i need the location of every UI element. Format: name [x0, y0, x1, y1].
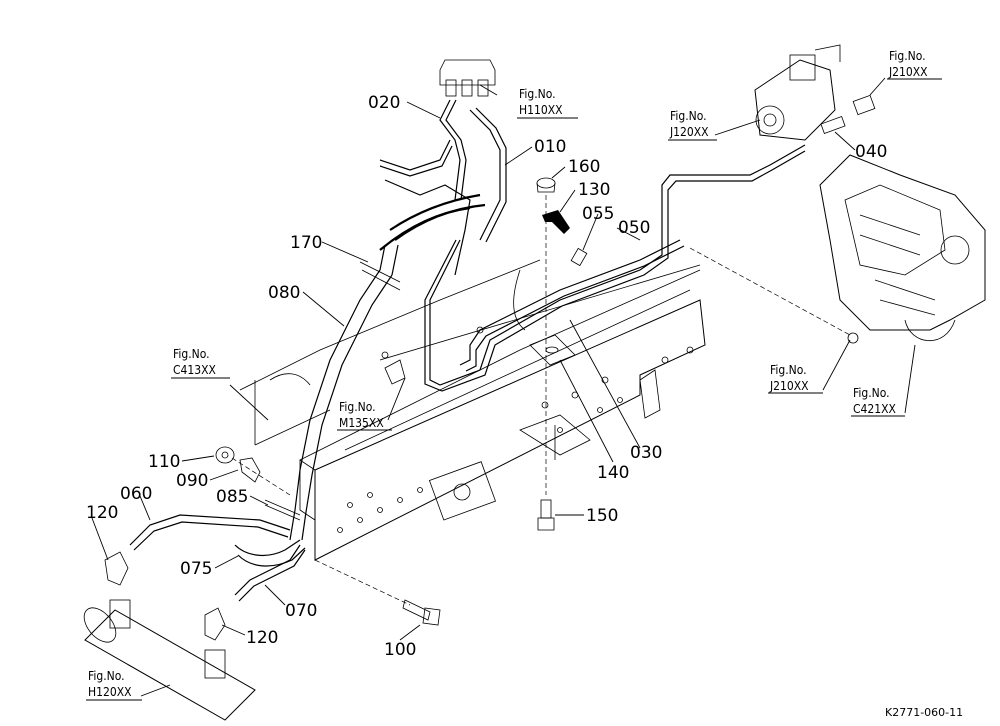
part-120-label-top: 120 — [86, 503, 118, 523]
part-010-label: 010 — [534, 137, 566, 157]
part-110-label: 110 — [148, 452, 180, 472]
fig-ref-h120-fig: Fig.No. — [88, 669, 125, 683]
part-060-label: 060 — [120, 484, 152, 504]
fig-ref-m135-fig: Fig.No. — [339, 400, 376, 414]
fig-ref-c413-code: C413XX — [173, 363, 217, 377]
fig-ref-m135-code: M135XX — [339, 416, 384, 430]
drawing-id: K2771-060-11 — [885, 706, 963, 719]
part-085-label: 085 — [216, 487, 248, 507]
part-150-label: 150 — [586, 506, 618, 526]
fig-ref-c421-fig: Fig.No. — [853, 386, 890, 400]
part-170-label: 170 — [290, 233, 322, 253]
fig-ref-j210-top-code: J210XX — [888, 65, 928, 79]
part-020-label: 020 — [368, 93, 400, 113]
part-040-label: 040 — [855, 142, 887, 162]
components — [83, 44, 986, 721]
part-100-label: 100 — [384, 640, 416, 660]
chassis-frame — [239, 259, 706, 561]
part-090-label: 090 — [176, 471, 208, 491]
part-callouts: 020 010 160 130 055 050 040 170 080 030 … — [86, 93, 887, 660]
figure-references: Fig.No. H110XX Fig.No. J210XX Fig.No. J1… — [88, 49, 928, 699]
fig-ref-j210-bottom-code: J210XX — [769, 379, 809, 393]
part-080-label: 080 — [268, 283, 300, 303]
fig-ref-j120-code: J120XX — [669, 125, 709, 139]
fig-ref-h110-fig: Fig.No. — [519, 87, 556, 101]
part-030-label: 030 — [630, 443, 662, 463]
fig-ref-c413-fig: Fig.No. — [173, 347, 210, 361]
fig-ref-h110-code: H110XX — [519, 103, 563, 117]
leader-lines — [86, 77, 942, 701]
part-055-label: 055 — [582, 204, 614, 224]
part-160-label: 160 — [568, 157, 600, 177]
fig-ref-j210-bottom-fig: Fig.No. — [770, 363, 807, 377]
fig-ref-j210-top-fig: Fig.No. — [889, 49, 926, 63]
fig-ref-h120-code: H120XX — [88, 685, 132, 699]
part-070-label: 070 — [285, 601, 317, 621]
part-130-label: 130 — [578, 180, 610, 200]
hydraulic-lines — [129, 99, 806, 602]
part-140-label: 140 — [597, 463, 629, 483]
part-050-label: 050 — [618, 218, 650, 238]
assembly-lines — [231, 195, 851, 606]
fig-ref-j120-fig: Fig.No. — [670, 109, 707, 123]
fig-ref-c421-code: C421XX — [853, 402, 897, 416]
part-075-label: 075 — [180, 559, 212, 579]
part-120-label-bottom: 120 — [246, 628, 278, 648]
